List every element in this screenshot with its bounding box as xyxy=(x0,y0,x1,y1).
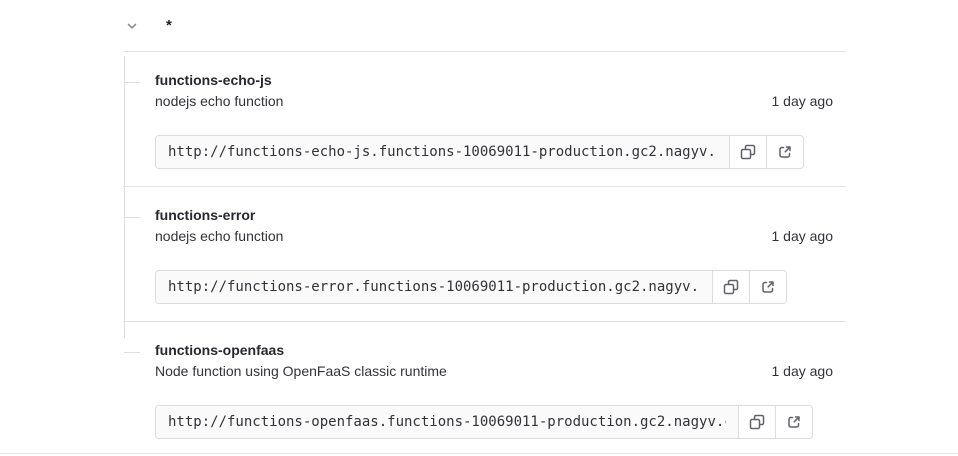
copy-url-button[interactable] xyxy=(729,136,767,168)
function-name: functions-error xyxy=(155,207,256,223)
function-updated-timestamp: 1 day ago xyxy=(771,363,834,379)
function-url-group xyxy=(155,135,805,169)
function-url-input[interactable] xyxy=(156,406,738,438)
functions-list: functions-echo-js nodejs echo function 1… xyxy=(123,52,846,456)
function-url-input[interactable] xyxy=(156,136,730,168)
function-name: functions-openfaas xyxy=(155,342,285,358)
open-url-button[interactable] xyxy=(766,136,804,168)
environment-folder-header: * xyxy=(123,0,846,52)
function-url-input[interactable] xyxy=(156,271,713,303)
function-url-group xyxy=(155,270,788,304)
function-url-group xyxy=(155,405,813,439)
open-url-button[interactable] xyxy=(774,406,812,438)
function-row: functions-echo-js nodejs echo function 1… xyxy=(123,52,846,186)
copy-url-button[interactable] xyxy=(712,271,750,303)
collapse-folder-button[interactable] xyxy=(124,18,140,34)
function-name: functions-echo-js xyxy=(155,72,272,88)
environment-folder-name: * xyxy=(166,16,172,34)
bottom-divider xyxy=(0,453,958,454)
environments-folder-panel: * functions-echo-js nodejs echo function… xyxy=(123,0,846,456)
chevron-down-icon xyxy=(125,19,139,33)
function-row: functions-openfaas Node function using O… xyxy=(123,321,846,456)
function-updated-timestamp: 1 day ago xyxy=(771,93,834,109)
function-description: nodejs echo function xyxy=(155,93,284,109)
function-row: functions-error nodejs echo function 1 d… xyxy=(123,186,846,321)
function-description: Node function using OpenFaaS classic run… xyxy=(155,363,447,379)
function-description: nodejs echo function xyxy=(155,228,284,244)
external-link-icon xyxy=(786,414,802,430)
external-link-icon xyxy=(777,144,793,160)
copy-icon xyxy=(740,144,756,160)
copy-icon xyxy=(723,279,739,295)
open-url-button[interactable] xyxy=(749,271,787,303)
external-link-icon xyxy=(760,279,776,295)
function-updated-timestamp: 1 day ago xyxy=(771,228,834,244)
copy-icon xyxy=(749,414,765,430)
copy-url-button[interactable] xyxy=(737,406,775,438)
